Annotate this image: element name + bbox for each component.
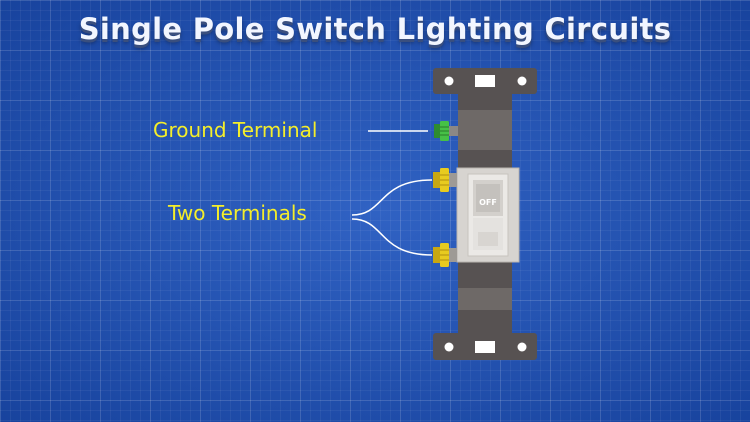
- ground-screw-icon: [434, 121, 458, 141]
- upper-brass-terminal-icon: [433, 168, 457, 192]
- mounting-hole-icon: [444, 76, 454, 86]
- toggle-off-label: OFF: [479, 198, 497, 207]
- upper-terminal-leader-line: [351, 179, 433, 216]
- lower-terminal-leader-line: [351, 218, 433, 256]
- ground-terminal-label: Ground Terminal: [153, 118, 318, 142]
- two-terminals-label: Two Terminals: [168, 201, 307, 225]
- page-title: Single Pole Switch Lighting Circuits: [78, 12, 672, 46]
- mounting-hole-icon: [517, 342, 527, 352]
- mounting-hole-icon: [444, 342, 454, 352]
- switch-body: [456, 167, 520, 263]
- lower-brass-terminal-icon: [433, 243, 457, 267]
- mounting-hole-icon: [517, 76, 527, 86]
